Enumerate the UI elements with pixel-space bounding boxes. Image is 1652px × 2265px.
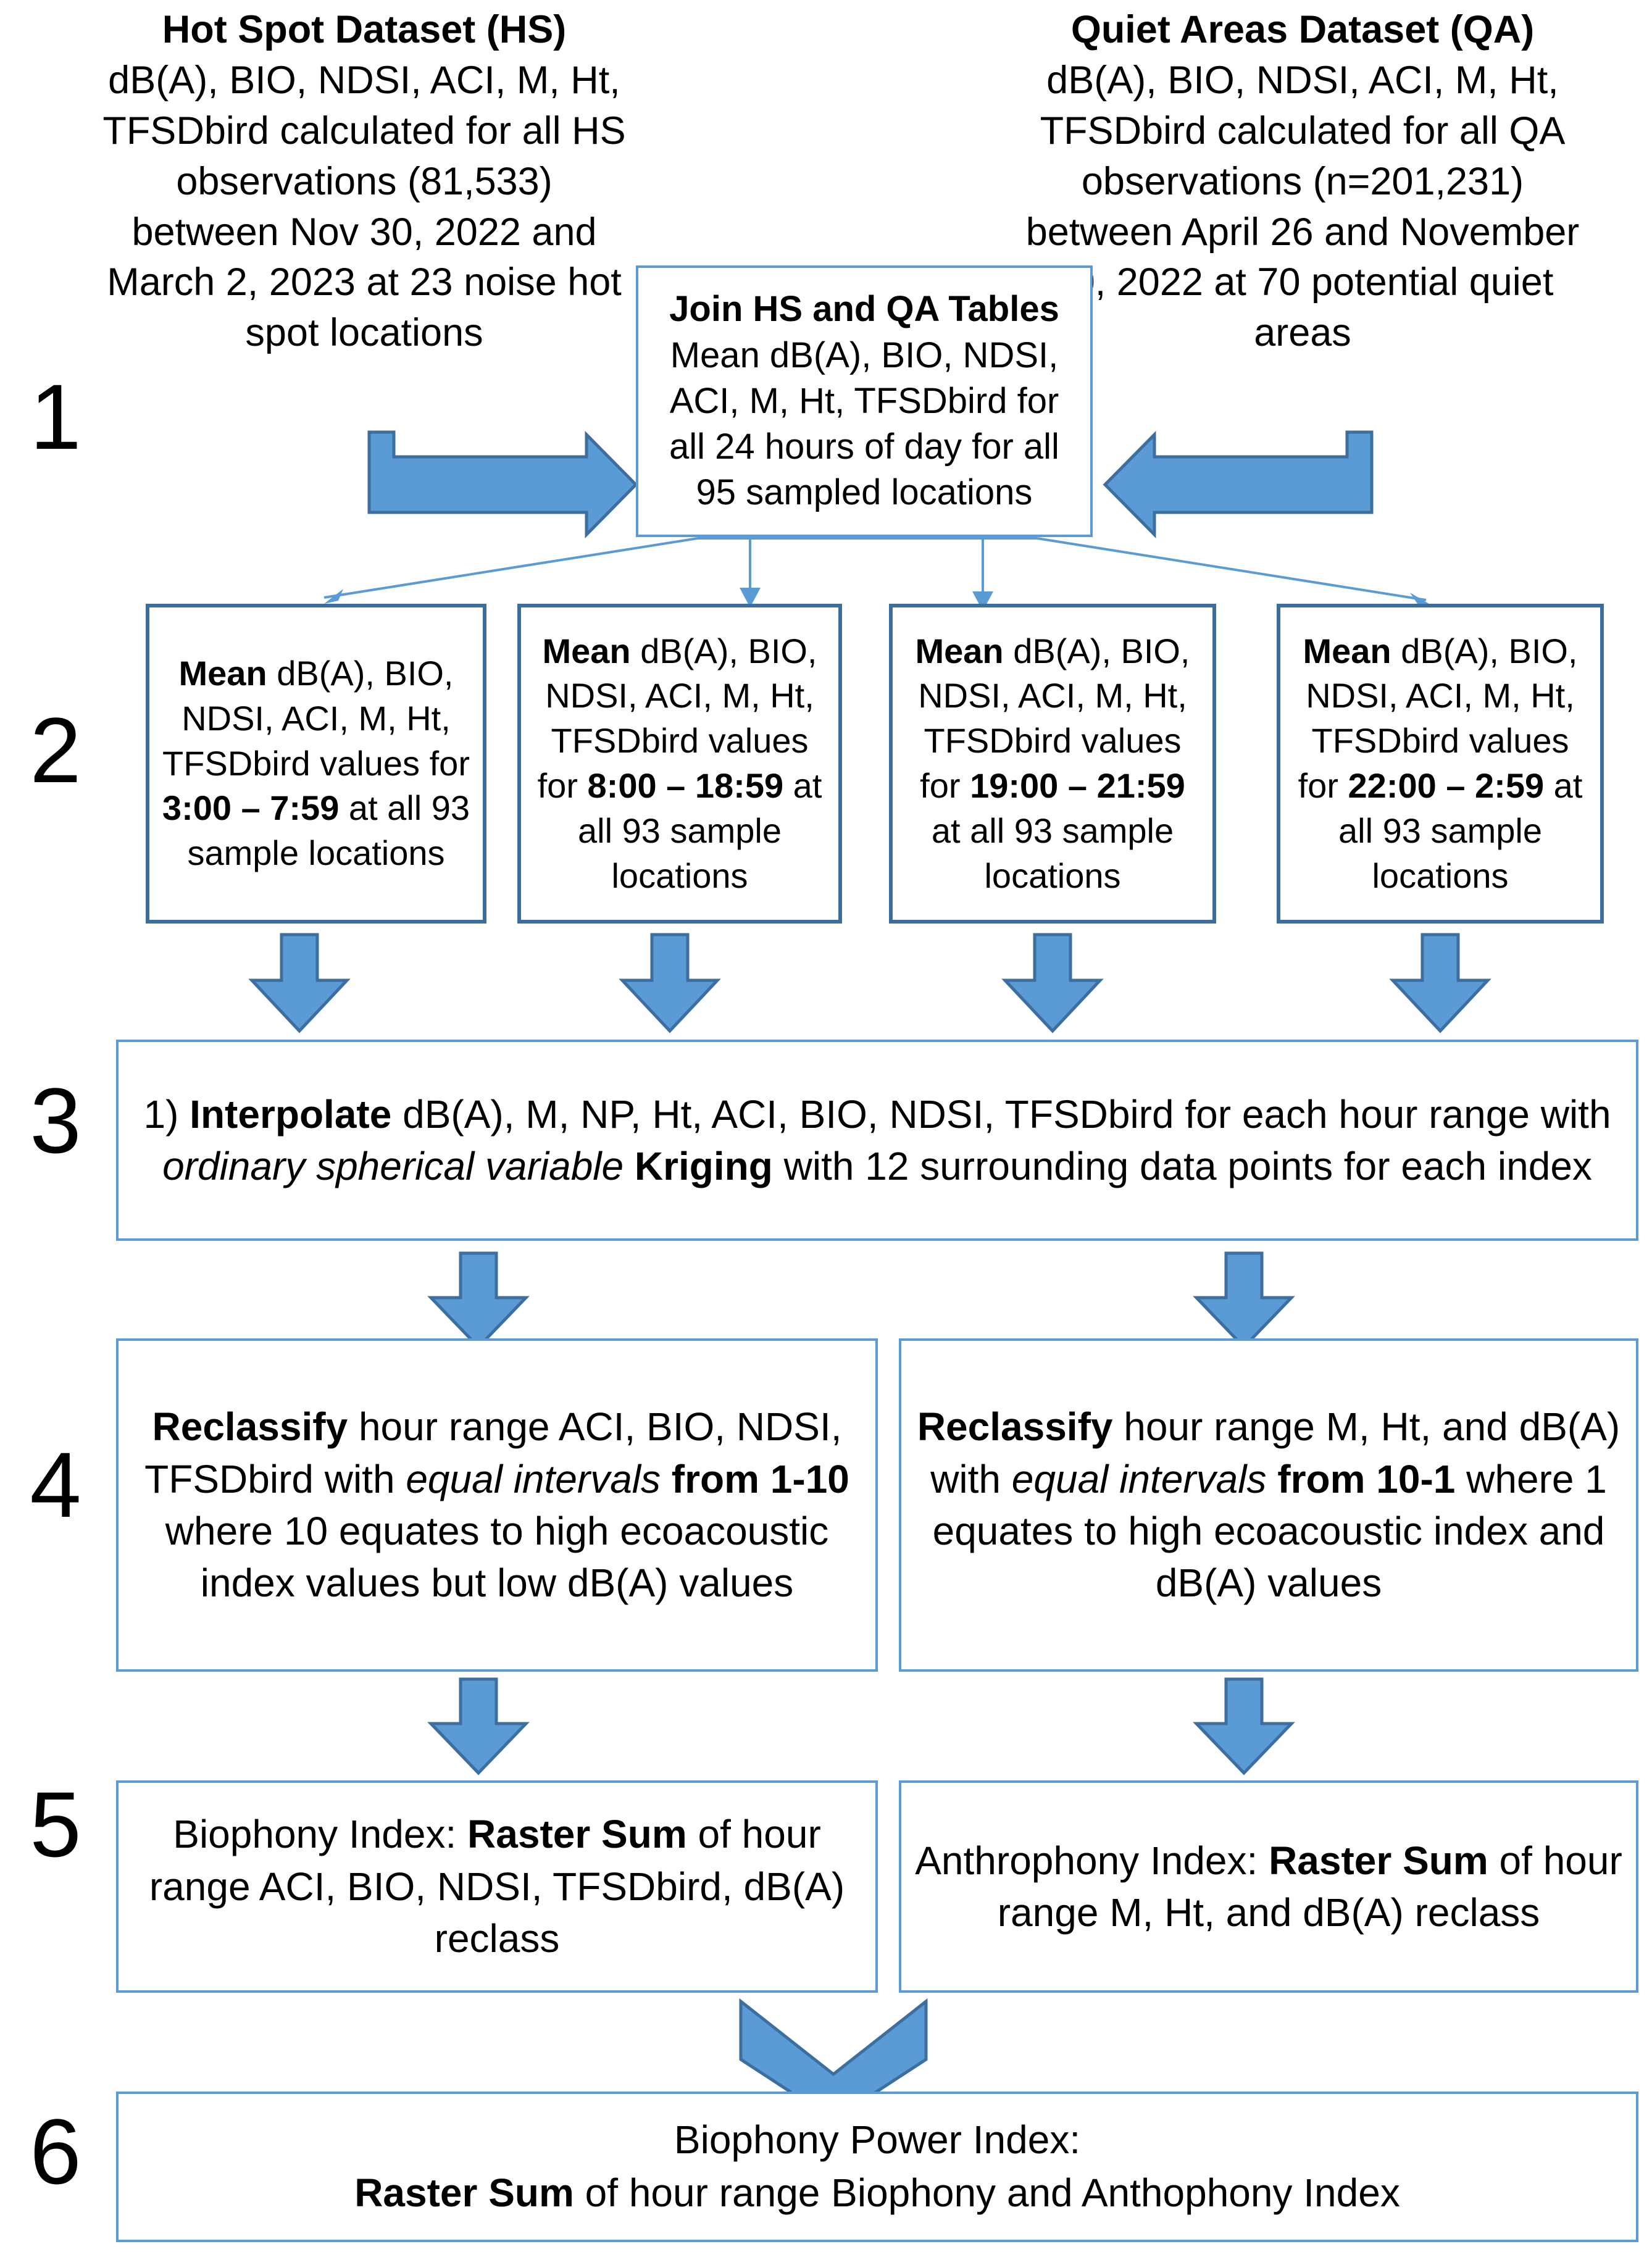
join-tables-title: Join HS and QA Tables <box>669 289 1059 330</box>
hour-range-box-2: Mean dB(A), BIO, NDSI, ACI, M, Ht, TFSDb… <box>517 604 842 924</box>
hour-range-value-4: 22:00 – 2:59 <box>1348 766 1545 805</box>
step-number-1: 1 <box>30 365 81 469</box>
anthrophony-index-label: Anthrophony Index: <box>915 1838 1269 1883</box>
arrow-interpolate-to-reclassify-right <box>1193 1251 1295 1349</box>
hot-spot-dataset-block: Hot Spot Dataset (HS) dB(A), BIO, NDSI, … <box>99 5 630 359</box>
reclassify-right-italic: equal intervals <box>1011 1456 1267 1501</box>
arrow-reclassify-to-anthrophony <box>1193 1677 1295 1775</box>
interpolate-bold-kriging: Kriging <box>634 1144 773 1188</box>
join-tables-box: Join HS and QA Tables Mean dB(A), BIO, N… <box>636 265 1093 537</box>
hour-range-box-1: Mean dB(A), BIO, NDSI, ACI, M, Ht, TFSDb… <box>146 604 486 924</box>
interpolate-bold-verb: Interpolate <box>190 1091 392 1137</box>
connector-join-to-hourboxes <box>323 537 1431 611</box>
anthrophony-index-box: Anthrophony Index: Raster Sum of hour ra… <box>899 1780 1638 1993</box>
reclassify-left-bold-range: from 1-10 <box>671 1456 849 1501</box>
reclassify-right-mid-1: hour range M, Ht, and dB(A) with <box>930 1404 1621 1501</box>
hour-range-pre-3: dB(A), BIO, NDSI, ACI, M, Ht, TFSDbird v… <box>918 631 1190 805</box>
interpolate-mid-1: dB(A), M, NP, Ht, ACI, BIO, NDSI, TFSDbi… <box>391 1091 1611 1137</box>
arrow-quietareas-to-join <box>1103 430 1374 539</box>
hour-range-box-4: Mean dB(A), BIO, NDSI, ACI, M, Ht, TFSDb… <box>1277 604 1604 924</box>
step-number-4: 4 <box>30 1433 81 1537</box>
arrow-hourbox3-down <box>1001 933 1104 1033</box>
hour-range-pre-4: dB(A), BIO, NDSI, ACI, M, Ht, TFSDbird v… <box>1298 631 1578 805</box>
biophony-index-box: Biophony Index: Raster Sum of hour range… <box>116 1780 878 1993</box>
interpolate-mid-2 <box>624 1144 635 1188</box>
join-tables-body: Mean dB(A), BIO, NDSI, ACI, M, Ht, TFSDb… <box>669 335 1059 513</box>
interpolate-italic-method: ordinary spherical variable <box>162 1144 624 1188</box>
anthrophony-index-bold: Raster Sum <box>1269 1838 1488 1883</box>
hour-range-lead-2: Mean <box>542 631 631 670</box>
biophony-power-index-box: Biophony Power Index: Raster Sum of hour… <box>116 2092 1638 2242</box>
anthrophony-index-tail: of hour range M, Ht, and dB(A) reclass <box>997 1838 1622 1935</box>
hour-range-value-2: 8:00 – 18:59 <box>587 766 784 805</box>
step-number-6: 6 <box>30 2100 81 2203</box>
interpolate-prefix: 1) <box>143 1091 190 1137</box>
reclassify-left-mid-1: hour range ACI, BIO, NDSI, TFSDbird with <box>144 1404 842 1501</box>
arrow-hourbox2-down <box>619 933 721 1033</box>
arrow-reclassify-to-biophony <box>427 1677 530 1775</box>
hour-range-value-3: 19:00 – 21:59 <box>970 766 1185 805</box>
reclassify-left-mid-3: where 10 equates to high ecoacoustic ind… <box>165 1509 829 1606</box>
quiet-areas-dataset-title: Quiet Areas Dataset (QA) <box>1070 8 1535 51</box>
step-number-5: 5 <box>30 1772 81 1876</box>
hour-range-post-4: at all 93 sample locations <box>1338 766 1583 895</box>
biophony-index-bold: Raster Sum <box>467 1812 687 1857</box>
interpolate-mid-3: with 12 surrounding data points for each… <box>772 1144 1592 1188</box>
hour-range-value-1: 3:00 – 7:59 <box>162 788 340 828</box>
biophony-power-index-tail: of hour range Biophony and Anthophony In… <box>574 2171 1400 2215</box>
biophony-index-tail: of hour range ACI, BIO, NDSI, TFSDbird, … <box>149 1812 845 1961</box>
hour-range-post-2: at all 93 sample locations <box>578 766 822 895</box>
biophony-power-index-bold: Raster Sum <box>354 2171 574 2215</box>
step-number-2: 2 <box>30 698 81 802</box>
quiet-areas-dataset-block: Quiet Areas Dataset (QA) dB(A), BIO, NDS… <box>1025 5 1580 359</box>
reclassify-left-bold-verb: Reclassify <box>152 1404 348 1450</box>
reclassify-left-mid-2 <box>661 1457 672 1501</box>
reclassify-right-mid-2 <box>1266 1457 1277 1501</box>
reclassify-biophony-box: Reclassify hour range ACI, BIO, NDSI, TF… <box>116 1338 878 1672</box>
hour-range-post-1: at all 93 sample locations <box>187 788 470 873</box>
arrow-hourbox4-down <box>1389 933 1491 1033</box>
hour-range-lead-4: Mean <box>1303 631 1391 670</box>
hot-spot-dataset-title: Hot Spot Dataset (HS) <box>162 8 567 51</box>
hour-range-lead-3: Mean <box>915 631 1004 670</box>
reclassify-anthrophony-box: Reclassify hour range M, Ht, and dB(A) w… <box>899 1338 1638 1672</box>
reclassify-right-mid-3: where 1 equates to high ecoacoustic inde… <box>932 1456 1607 1606</box>
hour-range-pre-2: dB(A), BIO, NDSI, ACI, M, Ht, TFSDbird v… <box>537 631 817 805</box>
step-number-3: 3 <box>30 1069 81 1172</box>
hour-range-pre-1: dB(A), BIO, NDSI, ACI, M, Ht, TFSDbird v… <box>162 654 470 783</box>
reclassify-right-bold-range: from 10-1 <box>1277 1456 1456 1501</box>
hour-range-post-3: at all 93 sample locations <box>931 811 1174 895</box>
reclassify-left-italic: equal intervals <box>406 1456 661 1501</box>
hot-spot-dataset-body: dB(A), BIO, NDSI, ACI, M, Ht, TFSDbird c… <box>102 58 626 355</box>
reclassify-right-bold-verb: Reclassify <box>917 1404 1113 1450</box>
biophony-power-index-title: Biophony Power Index: <box>674 2117 1081 2163</box>
hour-range-lead-1: Mean <box>178 654 267 693</box>
biophony-index-label: Biophony Index: <box>173 1812 468 1857</box>
arrow-hourbox1-down <box>248 933 351 1033</box>
interpolate-box: 1) Interpolate dB(A), M, NP, Ht, ACI, BI… <box>116 1040 1638 1241</box>
arrow-interpolate-to-reclassify-left <box>427 1251 530 1349</box>
hour-range-box-3: Mean dB(A), BIO, NDSI, ACI, M, Ht, TFSDb… <box>889 604 1216 924</box>
quiet-areas-dataset-body: dB(A), BIO, NDSI, ACI, M, Ht, TFSDbird c… <box>1025 58 1580 355</box>
arrow-hotspot-to-join <box>367 430 638 539</box>
